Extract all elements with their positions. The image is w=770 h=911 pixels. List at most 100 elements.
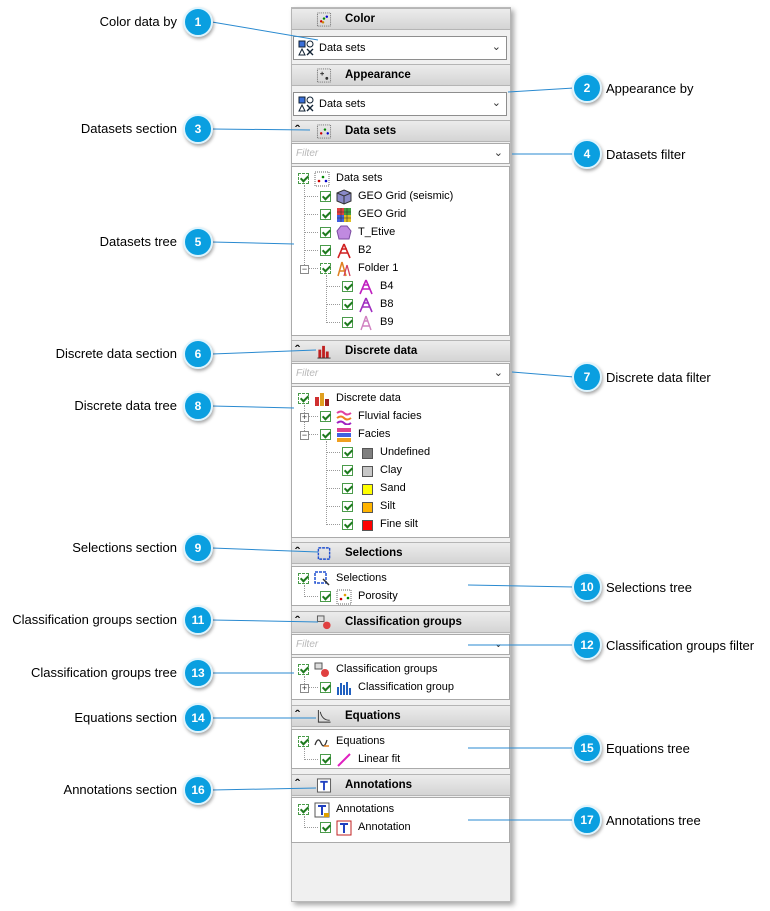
checkbox[interactable] [342,447,353,458]
tree-node-folder[interactable]: − Folder 1 [292,260,507,278]
tree-node-label: Porosity [358,590,398,602]
checkbox[interactable] [342,519,353,530]
tree-node-label: B2 [358,244,372,256]
checkbox[interactable] [320,263,331,274]
tree-node-dataset[interactable]: B4 [292,278,507,296]
classification-groups-filter[interactable]: Filter ⌄ [291,634,510,655]
well-icon [359,279,373,295]
appearance-by-dropdown[interactable]: Data sets ⌄ [293,92,507,116]
checkbox[interactable] [320,591,331,602]
expand-toggle-icon[interactable]: + [300,412,309,422]
discrete-section-header[interactable]: ˆ Discrete data [291,340,511,362]
appearance-section-header[interactable]: Appearance [291,64,511,86]
checkbox[interactable] [342,465,353,476]
selections-section-header[interactable]: ˆ Selections [291,542,511,564]
checkbox[interactable] [320,682,331,693]
collapse-toggle-icon[interactable]: − [300,430,309,440]
checkbox[interactable] [298,173,309,184]
callout-label: Classification groups tree [31,665,177,680]
checkbox[interactable] [320,245,331,256]
tree-node-dataset[interactable]: GEO Grid [292,206,507,224]
tree-node-annotations-root[interactable]: Annotations [292,801,507,819]
tree-node-equations-root[interactable]: Equations [292,733,507,751]
datasets-filter[interactable]: Filter ⌄ [291,143,510,164]
color-section-title: Color [345,13,376,25]
checkbox[interactable] [320,227,331,238]
checkbox[interactable] [298,664,309,675]
tree-node-dataset[interactable]: B9 [292,314,507,332]
color-swatch [362,466,373,477]
equations-section-header[interactable]: ˆ Equations [291,705,511,727]
callout-label: Classification groups section [12,612,177,627]
tree-node-classification-group[interactable]: + Classification group [292,679,507,697]
callout-badge: 17 [572,805,602,835]
tree-node-label: Fluvial facies [358,410,422,422]
tree-node-facies-code[interactable]: Clay [292,462,507,480]
color-section-header[interactable]: Color [291,8,511,30]
fluvial-facies-icon [336,410,352,425]
tree-node-dataset[interactable]: B8 [292,296,507,314]
tree-node-facies-code[interactable]: Silt [292,498,507,516]
tree-node-dataset[interactable]: GEO Grid (seismic) [292,188,507,206]
checkbox[interactable] [320,429,331,440]
collapse-toggle-icon[interactable]: − [300,264,309,274]
collapse-chevron-icon[interactable]: ˆ [295,613,300,629]
tree-node-classification-root[interactable]: Classification groups [292,661,507,679]
tree-node-facies-code[interactable]: Undefined [292,444,507,462]
color-data-by-dropdown[interactable]: Data sets ⌄ [293,36,507,60]
tree-node-label: Facies [358,428,391,440]
discrete-data-filter[interactable]: Filter ⌄ [291,363,510,384]
collapse-chevron-icon[interactable]: ˆ [295,342,300,358]
callout-badge: 13 [183,658,213,688]
classification-section-title: Classification groups [345,616,462,628]
tree-node-annotation[interactable]: Annotation [292,819,507,837]
callout-badge: 5 [183,227,213,257]
tree-node-label: Discrete data [336,392,401,404]
well-icon [337,243,351,259]
checkbox[interactable] [298,804,309,815]
callout-badge: 2 [572,73,602,103]
checkbox[interactable] [342,299,353,310]
classification-section-header[interactable]: ˆ Classification groups [291,611,511,633]
shapes-icon [298,40,314,56]
checkbox[interactable] [320,209,331,220]
tree-node-dataset[interactable]: B2 [292,242,507,260]
tree-node-facies-code[interactable]: Fine silt [292,516,507,534]
expand-toggle-icon[interactable]: + [300,683,309,693]
callout-label: Equations tree [606,741,690,756]
checkbox[interactable] [298,573,309,584]
checkbox[interactable] [342,281,353,292]
checkbox[interactable] [342,317,353,328]
tree-node-datasets-root[interactable]: Data sets [292,170,507,188]
tree-node-selections-root[interactable]: Selections [292,570,507,588]
equations-section-title: Equations [345,710,401,722]
checkbox[interactable] [320,191,331,202]
checkbox[interactable] [298,736,309,747]
checkbox[interactable] [342,501,353,512]
checkbox[interactable] [342,483,353,494]
tree-node-label: Classification groups [336,663,438,675]
tree-node-discrete-root[interactable]: Discrete data [292,390,507,408]
collapse-chevron-icon[interactable]: ˆ [295,544,300,560]
well-icon [359,297,373,313]
tree-node-label: Folder 1 [358,262,399,274]
tree-node-dataset[interactable]: T_Etive [292,224,507,242]
checkbox[interactable] [320,822,331,833]
checkbox[interactable] [298,393,309,404]
tree-node-facies-code[interactable]: Sand [292,480,507,498]
tree-node-selection[interactable]: Porosity [292,588,507,606]
tree-node-discrete[interactable]: − Facies [292,426,507,444]
porosity-scatter-icon [336,589,352,605]
annotations-section-header[interactable]: ˆ Annotations [291,774,511,796]
classification-icon [314,662,329,677]
checkbox[interactable] [320,411,331,422]
tree-node-discrete[interactable]: + Fluvial facies [292,408,507,426]
checkbox[interactable] [320,754,331,765]
callout-badge: 3 [183,114,213,144]
collapse-chevron-icon[interactable]: ˆ [295,776,300,792]
discrete-bars-icon [317,345,331,359]
chevron-down-icon: ⌄ [493,367,503,379]
appearance-section-title: Appearance [345,69,411,81]
collapse-chevron-icon[interactable]: ˆ [295,707,300,723]
tree-node-equation[interactable]: Linear fit [292,751,507,769]
